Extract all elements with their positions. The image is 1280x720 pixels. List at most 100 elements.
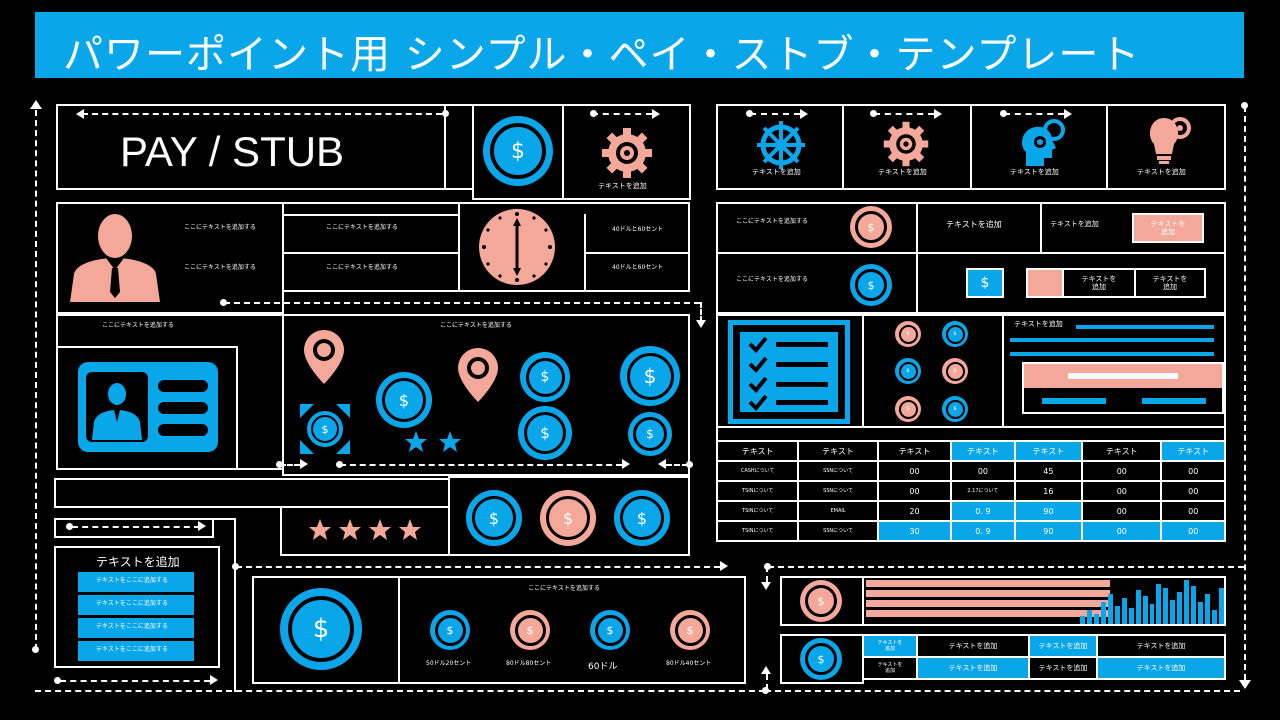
bar bbox=[1184, 580, 1190, 624]
icon-caption-4: テキストを追加 bbox=[1137, 168, 1186, 176]
bar bbox=[1114, 606, 1120, 624]
bar-chart-strip bbox=[1080, 578, 1225, 624]
pay-stub-title-box: PAY / STUB bbox=[56, 104, 446, 190]
star-icon bbox=[405, 431, 427, 452]
small-coin-icon: $ bbox=[895, 321, 921, 347]
businessman-icon bbox=[70, 214, 160, 302]
row-b-label-1: ここにテキストを追加する bbox=[184, 264, 256, 271]
right-row1-label: ここにテキストを追加する bbox=[736, 218, 808, 225]
bar bbox=[1205, 594, 1211, 624]
row-a-label-1: ここにテキストを追加する bbox=[184, 224, 256, 231]
add-text-button[interactable]: テキストを 追加 bbox=[1134, 268, 1206, 298]
icon-caption-2: テキストを追加 bbox=[878, 168, 927, 176]
bar bbox=[1177, 592, 1183, 624]
gear-caption: テキストを追加 bbox=[598, 182, 647, 190]
rating-stars bbox=[309, 519, 421, 540]
icon-caption-1: テキストを追加 bbox=[752, 168, 801, 176]
page-title: パワーポイント用 シンプル・ペイ・ストブ・テンプレート bbox=[63, 32, 1141, 78]
coin-icon: $ bbox=[800, 580, 842, 622]
coin-icon: $ bbox=[800, 638, 842, 680]
amount-label-2: 40ドルと60セント bbox=[612, 264, 664, 271]
bar bbox=[1080, 616, 1085, 624]
coin-icon: $ bbox=[620, 346, 680, 406]
pay-stub-title: PAY / STUB bbox=[120, 128, 345, 175]
dollar-coin-icon: $ bbox=[483, 116, 553, 186]
bar bbox=[1093, 614, 1099, 624]
head-gears-icon bbox=[1022, 119, 1065, 166]
coin-caption: 80ドル40セント bbox=[666, 660, 712, 667]
add-text-button[interactable]: テキストを 追加 bbox=[1062, 268, 1136, 298]
bar bbox=[1219, 588, 1225, 624]
id-card-icon bbox=[78, 362, 218, 452]
coin-icon: $ bbox=[376, 372, 432, 428]
coin-icon: $ bbox=[540, 490, 596, 546]
checklist-icon bbox=[728, 320, 850, 424]
bar bbox=[1142, 596, 1148, 624]
right-row2-label: ここにテキストを追加する bbox=[736, 276, 808, 283]
dollar-square-icon: $ bbox=[966, 268, 1004, 298]
coin-icon: $ bbox=[590, 610, 630, 650]
bar bbox=[1135, 590, 1141, 624]
location-pin-icon bbox=[304, 330, 344, 384]
small-coin-icon: $ bbox=[895, 396, 921, 422]
svg-text:$: $ bbox=[322, 423, 329, 436]
row-a-label-2: ここにテキストを追加する bbox=[326, 224, 398, 231]
bar bbox=[1086, 610, 1092, 624]
location-pin-icon-2 bbox=[458, 348, 498, 402]
coin-icon: $ bbox=[850, 264, 892, 306]
bar bbox=[1100, 602, 1106, 624]
coin-icon: $ bbox=[518, 406, 572, 460]
coin-caption: 50ドル20セント bbox=[426, 660, 472, 667]
right-row1-mid: テキストを追加 bbox=[946, 220, 1002, 229]
bottom-right-table: テキストを 追加 テキストを追加 テキストを追加 テキストを追加 テキストを 追… bbox=[862, 634, 1226, 680]
bar bbox=[1198, 602, 1204, 624]
data-table: テキスト テキスト テキスト テキスト テキスト テキスト テキスト CASHに… bbox=[715, 440, 1226, 542]
bar bbox=[1121, 598, 1127, 624]
bar bbox=[1128, 608, 1134, 624]
pins-panel-label: ここにテキストを追加する bbox=[440, 322, 512, 329]
small-coin-icon: $ bbox=[942, 321, 968, 347]
gear-target-icon bbox=[602, 128, 652, 178]
pink-swatch bbox=[1026, 268, 1064, 298]
bar bbox=[1163, 588, 1169, 624]
row-b-label-2: ここにテキストを追加する bbox=[326, 264, 398, 271]
coin-icon: $ bbox=[430, 610, 470, 650]
small-coin-icon: $ bbox=[942, 396, 968, 422]
big-dollar-coin-icon: $ bbox=[280, 588, 362, 670]
icon-caption-3: テキストを追加 bbox=[1010, 168, 1059, 176]
coin-icon: $ bbox=[628, 412, 672, 456]
list-item[interactable]: テキストをここに追加する bbox=[78, 641, 194, 661]
bar bbox=[1149, 604, 1155, 624]
star-icon bbox=[439, 431, 461, 452]
coin-caption: 60ドル bbox=[588, 662, 618, 672]
list-item[interactable]: テキストをここに追加する bbox=[78, 595, 194, 615]
coin-icon: $ bbox=[466, 490, 522, 546]
coin-icon: $ bbox=[850, 206, 892, 248]
right-row1-right: テキストを追加 bbox=[1050, 220, 1099, 228]
bar bbox=[1212, 610, 1218, 624]
bottom-coins-label: ここにテキストを追加する bbox=[528, 585, 600, 592]
bottom-frame-line bbox=[35, 690, 765, 692]
clock-icon bbox=[479, 209, 555, 285]
list-item[interactable]: テキストをここに追加する bbox=[78, 618, 194, 638]
coin-icon: $ bbox=[670, 610, 710, 650]
bar bbox=[1191, 586, 1197, 624]
small-coin-icon: $ bbox=[895, 358, 921, 384]
id-panel-label: ここにテキストを追加する bbox=[102, 322, 174, 329]
add-text-button[interactable]: テキストを 追加 bbox=[1132, 213, 1204, 243]
bars-panel-label: テキストを追加 bbox=[1014, 320, 1063, 328]
bulb-brain-icon bbox=[1149, 117, 1191, 164]
header-bar: パワーポイント用 シンプル・ペイ・ストブ・テンプレート bbox=[35, 12, 1244, 78]
amount-label-1: 40ドルと60セント bbox=[612, 226, 664, 233]
coin-icon: $ bbox=[520, 352, 570, 402]
list-item[interactable]: テキストをここに追加する bbox=[78, 572, 194, 592]
bar bbox=[1156, 584, 1162, 624]
bar bbox=[1107, 594, 1113, 624]
coin-icon: $ bbox=[510, 610, 550, 650]
coin-caption: 80ドル80セント bbox=[506, 660, 552, 667]
left-frame-line bbox=[35, 110, 37, 650]
